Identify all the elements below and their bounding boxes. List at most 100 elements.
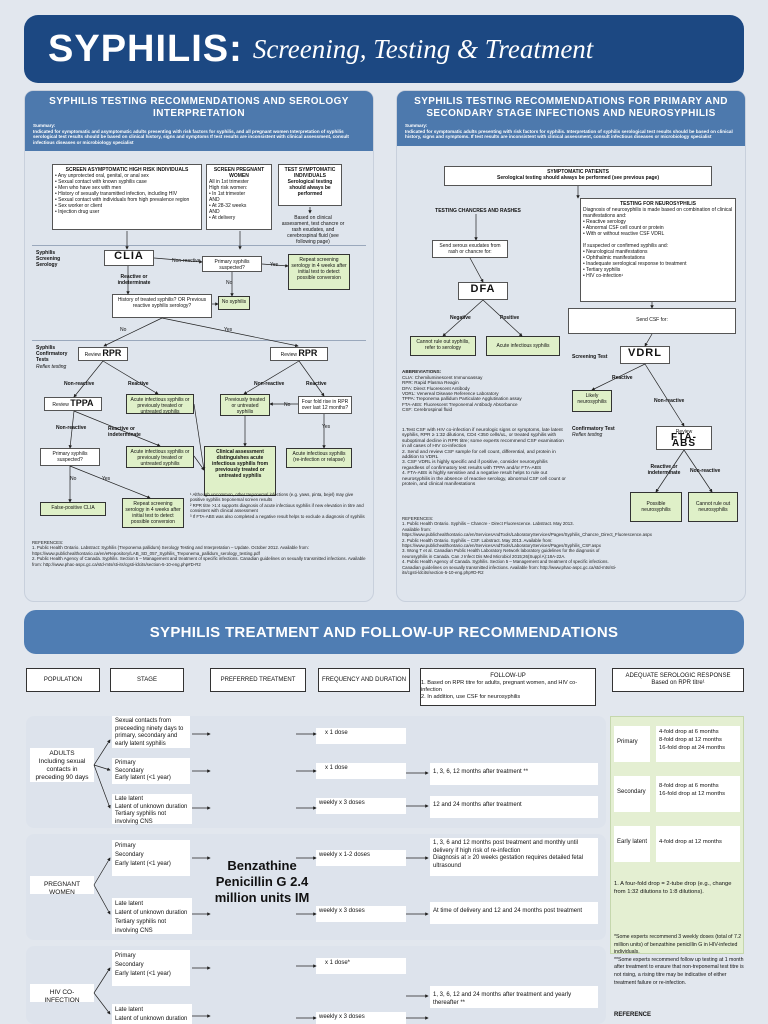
reactive-label-r: Reactive — [612, 375, 633, 381]
non-reactive-label: Non-reactive — [172, 258, 201, 264]
screen-asymptomatic-box: SCREEN ASYMPTOMATIC HIGH RISK INDIVIDUAL… — [52, 164, 202, 230]
no-label-2: No — [120, 327, 127, 333]
repeat-serology-box-2: Repeat screening serology in 4 weeks aft… — [122, 498, 184, 528]
followup-hiv-1: 1, 3, 6, 12 and 24 months after treatmen… — [430, 986, 598, 1008]
response-primary-label: Primary — [614, 726, 650, 762]
send-csf-box: Send CSF for: — [568, 308, 736, 334]
confirmatory-label: Syphilis Confirmatory Tests — [36, 345, 68, 363]
stage-adults-late: Late latent Latent of unknown duration T… — [112, 794, 192, 825]
review-rpr-box-2: Review RPR — [270, 347, 328, 361]
screening-test-label: Screening Test — [572, 354, 608, 360]
stage-hiv-early: Primary Secondary Early latent (<1 year) — [112, 950, 190, 986]
frequency-adults-3: weekly x 3 doses — [316, 798, 406, 814]
cannot-rule-out-neuro-box: Cannot rule out neurosyphilis — [688, 492, 738, 522]
page-header: SYPHILIS: Screening, Testing & Treatment — [24, 15, 744, 83]
repeat-serology-box: Repeat screening serology in 4 weeks aft… — [288, 254, 350, 290]
right-summary: Summary: Indicated for symptomatic adult… — [397, 122, 745, 146]
send-exudates-box: Send serous exudates from rash or chancr… — [432, 240, 508, 258]
frequency-adults-2: x 1 dose — [316, 763, 406, 779]
left-references: REFERENCES: 1. Public Health Ontario. La… — [32, 540, 366, 567]
left-footnotes: ¹ Although uncommon, other treponemal in… — [190, 492, 365, 519]
response-secondary-label: Secondary — [614, 776, 650, 812]
treatment-reference: REFERENCE — [614, 1012, 652, 1018]
column-header-followup: FOLLOW-UP 1. Based on RPR titre for adul… — [420, 668, 596, 706]
left-summary: Summary: Indicated for symptomatic and a… — [25, 122, 373, 152]
screen-pregnant-box: SCREEN PREGNANT WOMEN All in 1st trimest… — [206, 164, 272, 230]
clinical-assessment-box: Clinical assessment distinguishes acute … — [204, 446, 276, 496]
reactive-indeterminate-label-r: Reactive or indeterminate — [647, 464, 681, 476]
response-early-label: Early latent — [614, 826, 650, 862]
clia-box: CLIA — [104, 250, 154, 266]
test-symptomatic-box: TEST SYMPTOMATIC INDIVIDUALS Serological… — [278, 164, 342, 206]
no-label: No — [226, 280, 233, 286]
confirmatory-test-label: Confirmatory Test — [572, 426, 615, 432]
review-fta-abs-box: Review FTA-ABS — [656, 426, 712, 450]
acute-infectious-box-1: Acute infectious syphilis or previously … — [126, 394, 194, 415]
no-syphilis-box: No syphilis — [218, 296, 250, 310]
stage-adults-contacts: Sexual contacts from preceeding ninety d… — [112, 716, 190, 748]
yes-label-2: Yes — [224, 327, 233, 333]
cannot-rule-out-syphilis-box: Cannot rule out syphilis, refer to serol… — [410, 336, 476, 356]
reflex-label-r: Reflex testing — [572, 432, 603, 438]
screening-serology-label: Syphilis Screening Serology — [36, 250, 61, 268]
stage-hiv-late: Late latent Latent of unknown duration — [112, 1004, 192, 1024]
non-reactive-label-3: Non-reactive — [254, 381, 285, 387]
stage-adults-early: Primary Secondary Early latent (<1 year) — [112, 758, 190, 784]
likely-neurosyphilis-box: Likely neurosyphilis — [572, 390, 612, 412]
right-references: REFERENCES: 1. Public Health Ontario. Sy… — [402, 516, 652, 576]
non-reactive-label-r2: Non-reactive — [690, 468, 721, 474]
primary-suspected-box-2: Primary syphilis suspected? — [40, 448, 100, 466]
abbreviations: ABBREVIATIONS: CLIA: Chemiluminescent Im… — [402, 369, 522, 413]
page-title: SYPHILIS: — [48, 27, 243, 70]
frequency-hiv-1: x 1 dose* — [316, 958, 406, 974]
non-reactive-label-2: Non-reactive — [64, 381, 95, 387]
right-notes: 1.Test CSF with HIV co-infection if neur… — [402, 428, 566, 488]
followup-adults-3: 12 and 24 months after treatment — [430, 796, 598, 818]
followup-adults-2: 1, 3, 6, 12 months after treatment ** — [430, 763, 598, 785]
acute-infectious-box-2: Acute infectious syphilis or previously … — [126, 446, 194, 468]
fourfold-rise-box: Four fold rise in RPR over last 12 month… — [298, 396, 352, 414]
dfa-box: DFA — [458, 282, 508, 300]
column-header-treatment: PREFERRED TREATMENT — [210, 668, 306, 692]
positive-label: Positive — [500, 315, 520, 321]
column-header-response: ADEQUATE SEROLOGIC RESPONSE Based on RPR… — [612, 668, 744, 692]
history-question-box: History of treated syphilis? OR Previous… — [112, 294, 212, 318]
population-pregnant: PREGNANT WOMEN — [30, 876, 94, 896]
yes-label-4: Yes — [102, 476, 111, 482]
reactive-label: Reactive — [128, 381, 149, 387]
no-label-4: No — [70, 476, 77, 482]
no-label-3: No — [284, 402, 291, 408]
acute-reinfection-box: Acute infectious syphilis (re-infection … — [286, 448, 352, 468]
response-primary-text: 4-fold drop at 6 months 8-fold drop at 1… — [656, 726, 740, 762]
reactive-indeterminate-label-2: Reactive or indeterminate — [108, 426, 141, 438]
clinical-assessment-note: Based on clinical assessment, test chanc… — [281, 215, 345, 245]
population-adults: ADULTS Including sexual contacts in prec… — [30, 748, 94, 782]
response-note: 1. A four-fold drop = 2-tube drop (e.g.,… — [614, 881, 732, 895]
column-header-population: POPULATION — [26, 668, 100, 692]
response-secondary-text: 8-fold drop at 6 months 16-fold drop at … — [656, 776, 740, 812]
non-reactive-label-r: Non-reactive — [654, 398, 685, 404]
stage-pregnant-late: Late latent Latent of unknown duration T… — [112, 898, 192, 934]
reflex-label: Reflex testing — [36, 364, 67, 370]
followup-pregnant-2: At time of delivery and 12 and 24 months… — [430, 902, 598, 924]
vdrl-box: VDRL — [620, 346, 670, 364]
reactive-indeterminate-label: Reactive or indeterminate — [117, 274, 151, 286]
population-hiv: HIV CO-INFECTION — [30, 984, 94, 1004]
treatment-footnote: *Some experts recommend 3 weekly doses (… — [614, 934, 744, 986]
frequency-adults-1: x 1 dose — [316, 728, 406, 744]
previously-treated-box: Previously treated or untreated syphilis — [220, 394, 270, 416]
column-header-stage: STAGE — [110, 668, 184, 692]
left-panel-title: SYPHILIS TESTING RECOMMENDATIONS AND SER… — [25, 91, 373, 122]
false-positive-box: False-positive CLIA — [40, 502, 106, 516]
non-reactive-label-4: Non-reactive — [56, 425, 87, 431]
review-tppa-box: Review TPPA — [44, 397, 102, 411]
followup-pregnant-1: 1, 3, 6 and 12 months post treatment and… — [430, 838, 598, 876]
treatment-benzathine: Benzathine Penicillin G 2.4 million unit… — [214, 858, 310, 905]
yes-label: Yes — [270, 262, 279, 268]
review-rpr-box-1: Review RPR — [78, 347, 128, 361]
frequency-pregnant-2: weekly x 3 doses — [316, 906, 406, 922]
yes-label-3: Yes — [322, 424, 331, 430]
divider — [32, 245, 366, 246]
acute-infectious-dfa-box: Acute infectious syphilis — [486, 336, 560, 356]
